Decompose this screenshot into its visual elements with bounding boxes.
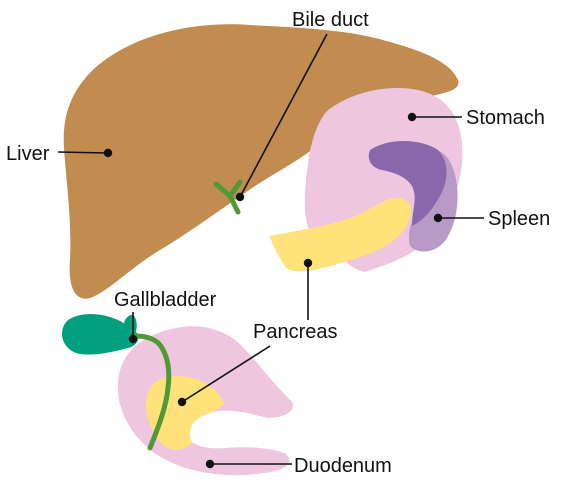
dot-bile-duct (236, 193, 244, 201)
label-spleen: Spleen (488, 208, 550, 230)
dot-pancreas-body (304, 259, 312, 267)
label-bile-duct: Bile duct (292, 9, 369, 31)
dot-stomach (408, 113, 416, 121)
leader-liver (58, 152, 108, 153)
dot-gallbladder (129, 335, 137, 343)
dot-spleen (434, 214, 442, 222)
label-liver: Liver (6, 143, 50, 165)
label-duodenum: Duodenum (294, 455, 392, 477)
label-stomach: Stomach (466, 107, 545, 129)
label-pancreas: Pancreas (253, 321, 338, 343)
dot-pancreas-head (178, 398, 186, 406)
dot-liver (104, 149, 112, 157)
dot-duodenum (206, 460, 214, 468)
label-gallbladder: Gallbladder (114, 289, 217, 311)
